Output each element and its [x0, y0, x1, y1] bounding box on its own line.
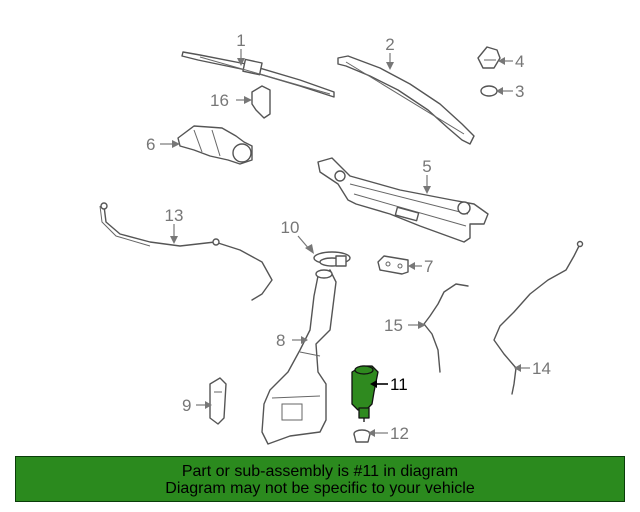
callout-10: 10 — [281, 218, 300, 237]
part-8-washer-reservoir — [261, 269, 337, 445]
callout-4: 4 — [515, 52, 524, 71]
info-banner: Part or sub-assembly is #11 in diagram D… — [15, 456, 625, 502]
callout-7: 7 — [424, 257, 433, 276]
part-10-filler-cap — [313, 251, 351, 267]
callout-14: 14 — [532, 359, 551, 378]
banner-line-1: Part or sub-assembly is #11 in diagram — [181, 463, 459, 480]
leader-lines — [160, 49, 530, 437]
part-11-washer-pump — [351, 365, 379, 422]
part-2-wiper-arm — [337, 55, 475, 145]
banner-line-2: Diagram may not be specific to your vehi… — [165, 480, 475, 497]
callout-2: 2 — [385, 35, 394, 54]
callout-11: 11 — [390, 375, 408, 394]
callout-12: 12 — [390, 424, 409, 443]
part-6-wiper-motor — [177, 125, 253, 165]
part-5-wiper-linkage — [317, 157, 489, 243]
callout-labels: 1 2 3 4 5 6 7 8 9 10 11 12 13 14 15 16 — [146, 31, 551, 443]
callout-6: 6 — [146, 135, 155, 154]
part-16-cover — [251, 85, 271, 119]
callout-1: 1 — [236, 31, 245, 50]
callout-5: 5 — [422, 157, 431, 176]
part-15-washer-hose — [423, 283, 469, 373]
part-4-cap — [477, 46, 501, 69]
callout-9: 9 — [182, 396, 191, 415]
part-7-bracket — [377, 255, 409, 275]
callout-13: 13 — [165, 206, 184, 225]
part-3-nut — [480, 85, 498, 97]
part-1-wiper-blade — [181, 51, 335, 98]
callout-8: 8 — [276, 331, 285, 350]
part-12-grommet — [353, 429, 371, 443]
callout-3: 3 — [515, 82, 524, 101]
parts-diagram: 1 2 3 4 5 6 7 8 9 10 11 12 13 14 15 16 — [99, 31, 584, 445]
callout-15: 15 — [384, 316, 403, 335]
part-13-washer-hose — [99, 202, 273, 301]
callout-16: 16 — [210, 91, 229, 110]
part-14-washer-hose — [493, 240, 584, 395]
part-9-bracket — [209, 377, 227, 425]
